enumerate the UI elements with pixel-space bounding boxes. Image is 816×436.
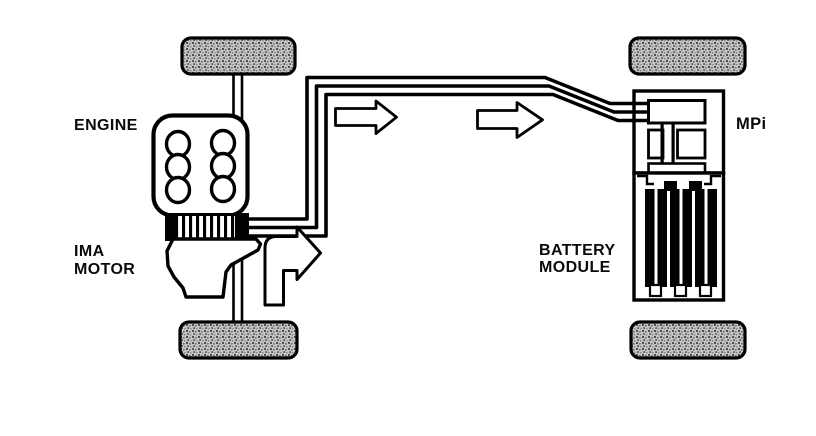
power-cable-2 [245, 84, 647, 230]
power-cable-3 [245, 92, 647, 238]
ima-motor-label-line1: IMA [74, 243, 105, 260]
engine-cylinder [164, 129, 192, 159]
battery-top-bridge [664, 181, 677, 191]
rear-axle [232, 256, 244, 330]
bus-bar-2 [671, 122, 675, 164]
mpi-label: MPi [736, 115, 767, 133]
battery-cell-bar [670, 189, 680, 287]
engine-cylinder [164, 175, 192, 205]
engine-cylinders [164, 128, 237, 205]
battery-step-left [637, 174, 654, 186]
battery-cell-bar [695, 189, 705, 287]
engine-cylinder [209, 128, 237, 158]
engine-cylinder [164, 152, 192, 182]
ima-motor-label: IMA MOTOR [74, 243, 135, 278]
battery-cell-bar [645, 189, 655, 287]
battery-top-bridge [689, 181, 702, 191]
battery-bottom-tab [673, 283, 688, 298]
power-cables [245, 75, 647, 238]
drive-flow-arrow-icon [263, 225, 322, 307]
battery-module-label-line2: MODULE [539, 259, 611, 276]
front-right-tire [628, 36, 747, 76]
ima-motor-band [165, 213, 249, 241]
power-flow-arrow-2-icon [476, 101, 544, 139]
battery-cells [637, 174, 721, 298]
engine-label: ENGINE [74, 117, 138, 134]
front-axle [232, 66, 244, 122]
transmission-housing [165, 237, 263, 299]
battery-cell-bar [657, 189, 667, 287]
battery-module-label: BATTERY MODULE [539, 242, 616, 276]
battery-bottom-tab [648, 283, 663, 298]
inverter-top-box [647, 99, 707, 125]
battery-cell-bar [707, 189, 717, 287]
rear-left-tire [178, 320, 299, 360]
battery-bottom-tab [698, 283, 713, 298]
power-flow-arrow-1-icon [334, 99, 398, 135]
rear-right-tire [629, 320, 747, 360]
ima-motor-label-line2: MOTOR [74, 261, 135, 278]
bus-bar-1 [660, 122, 664, 164]
battery-cell-bar [682, 189, 692, 287]
power-cable-1 [245, 75, 647, 221]
engine-cylinder [209, 174, 237, 204]
battery-module-label-line1: BATTERY [539, 242, 616, 259]
engine-cylinder [209, 151, 237, 181]
front-left-tire [180, 36, 297, 76]
inverter-mid-right-box [676, 128, 707, 160]
inverter-bottom-strip [647, 162, 707, 174]
battery-step-right [704, 174, 721, 186]
